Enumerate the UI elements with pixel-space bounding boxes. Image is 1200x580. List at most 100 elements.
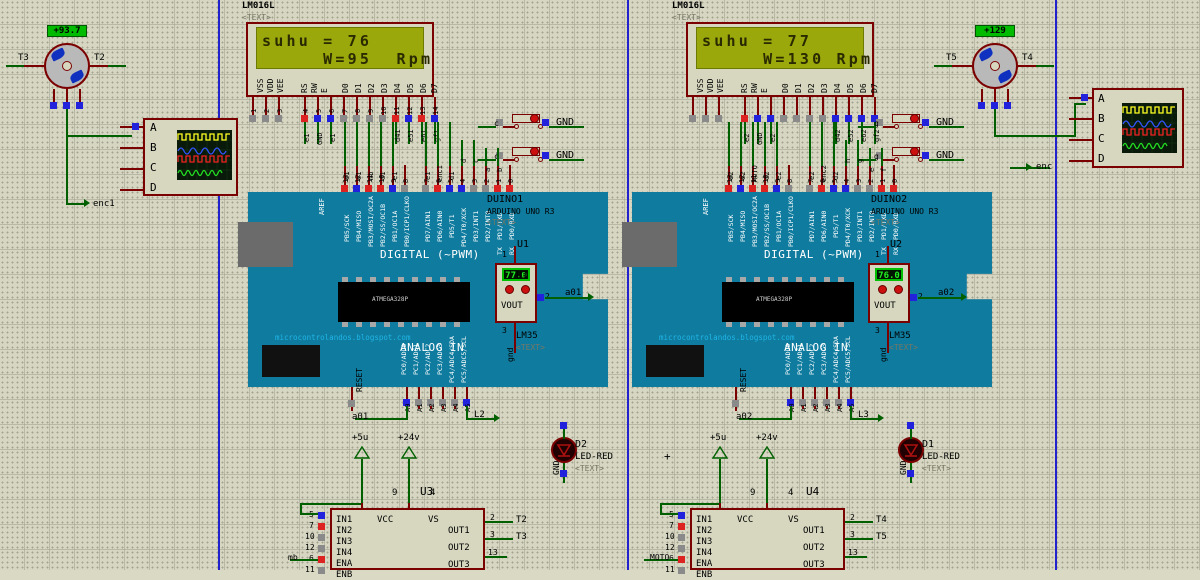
- arduino-left-reset-pad[interactable]: [348, 400, 355, 407]
- arduino-left-netlabel-12: e1: [355, 171, 363, 180]
- lm35-right-knob-down[interactable]: [878, 285, 887, 294]
- scope-right-channel-c: C: [1098, 132, 1105, 145]
- arduino-left-dname-4: PD4/T0/XCK: [460, 207, 468, 247]
- sw-g-2-actuator[interactable]: [910, 147, 919, 156]
- pwr-5v-left-wire-h: [300, 503, 362, 505]
- lm35-left-display: 77.0: [502, 268, 530, 281]
- motor-left-pad-1[interactable]: [50, 102, 57, 109]
- arduino-right-reset-pad[interactable]: [732, 400, 739, 407]
- arduino-left-net-5: [449, 122, 451, 166]
- arduino-left-aname-a1: PC1/ADC1: [412, 343, 420, 375]
- arduino-left-usb-connector: [238, 222, 293, 267]
- lcd-left-net-e: [330, 122, 332, 144]
- arduino-right-aname-a0: PC0/ADC0: [784, 343, 792, 375]
- driver-u4-in1: IN1: [696, 515, 713, 525]
- net-label-enc-right: enc: [1036, 162, 1053, 172]
- motor-right-terminal-left-label: T5: [946, 53, 957, 63]
- pwr-5v-left-symbol: [353, 446, 371, 459]
- motor-right-pad-1[interactable]: [978, 102, 985, 109]
- arduino-right-usb-connector: [622, 222, 677, 267]
- arduino-right-aname-a1: PC1/ADC1: [796, 343, 804, 375]
- arduino-left-a5-net-label: L2: [474, 410, 485, 420]
- driver-u4-out1-pin: 2: [850, 513, 855, 522]
- lm35-left-knob-down[interactable]: [505, 285, 514, 294]
- lcd-left-pinname-d1: D1: [354, 83, 363, 93]
- motor-left-meter: +93.7: [47, 25, 87, 37]
- led-d2-cathode-pad[interactable]: [560, 470, 567, 477]
- pwr-5v-left-wire-drop: [300, 503, 302, 513]
- scope-right-lead-b: [1069, 118, 1092, 120]
- scope-left-pad-a[interactable]: [132, 123, 139, 130]
- driver-u3-vcc-pin: 9: [392, 488, 398, 498]
- driver-u4-out3: OUT3: [803, 560, 825, 570]
- lcd-right-pinname-vee: VEE: [716, 78, 725, 93]
- lcd-left-text-tag: <TEXT>: [242, 13, 271, 22]
- arduino-right-net-11: [752, 122, 754, 166]
- driver-u3-vs: VS: [428, 515, 439, 525]
- lcd-left-netlabel-d4: d41: [394, 129, 402, 142]
- motor-right-meter: +129: [975, 25, 1015, 37]
- lm35-left-out-pad[interactable]: [537, 294, 544, 301]
- arduino-right-netlabel-1: f: [880, 167, 888, 172]
- pwr-5v-right-symbol: [711, 446, 729, 459]
- sw-g-2-gnd-label: GND: [936, 150, 955, 161]
- arduino-right-netlabel-10: d2: [763, 171, 771, 180]
- lm35-left-gnd-wire: [514, 323, 516, 353]
- motor-right-wire-t4: [1018, 65, 1038, 67]
- led-d1-cathode-pad[interactable]: [907, 470, 914, 477]
- lcd-right-netlabel-d7: gf2: [873, 129, 881, 142]
- arduino-left-net-12: [356, 122, 358, 166]
- lcd-left-pinname-d5: D5: [406, 83, 415, 93]
- driver-u3-in1: IN1: [336, 515, 353, 525]
- motor-right-pad-3[interactable]: [1004, 102, 1011, 109]
- driver-u4-vs-lead: [766, 503, 768, 509]
- motor-right-net-t4-wire: [1036, 65, 1054, 67]
- sw-c-2-actuator[interactable]: [530, 147, 539, 156]
- lcd-left-part-ref: LM016L: [242, 1, 275, 11]
- sheet-divider-right: [1055, 0, 1057, 570]
- arduino-left-aname-a5: PC5/ADC5/SCL: [460, 336, 468, 383]
- driver-u4-vcc-pin: 9: [750, 488, 756, 498]
- arduino-left-netlabel-4: d: [460, 158, 468, 163]
- motor-right-pad-2[interactable]: [991, 102, 998, 109]
- scope-left-lead-b: [120, 147, 143, 149]
- lm35-left-knob-up[interactable]: [521, 285, 530, 294]
- arduino-left-dname-3: PD3/INT1: [472, 210, 480, 242]
- lm35-left-vcc-wire: [514, 246, 516, 264]
- motor-right-lead-1: [981, 89, 983, 102]
- driver-u4-out1: OUT1: [803, 526, 825, 536]
- lcd-left-pinname-d6: D6: [419, 83, 428, 93]
- lcd-left-pinnum-10: 10: [380, 106, 388, 115]
- lcd-right-part-ref: LM016L: [672, 1, 705, 11]
- lm35-right-out-pad[interactable]: [910, 294, 917, 301]
- driver-u3-out1: OUT1: [448, 526, 470, 536]
- driver-u3-vcc-lead: [361, 503, 363, 509]
- motor-left-pad-3[interactable]: [76, 102, 83, 109]
- lm35-right-out-arrow: [961, 293, 967, 301]
- lm35-right-designator-top: U2: [890, 239, 903, 250]
- sw-c-2-label: c: [494, 152, 499, 161]
- arduino-left-designator: DUINO1: [487, 194, 524, 205]
- motor-left-wire-t2: [90, 65, 110, 67]
- arduino-right-dname-12: PB4/MISO: [739, 210, 747, 242]
- sw-g-1-actuator[interactable]: [910, 114, 919, 123]
- driver-u3-out3-pin: 13: [488, 548, 498, 557]
- scope-left-lead-c: [120, 168, 143, 170]
- lm35-right-knob-up[interactable]: [894, 285, 903, 294]
- scope-right-channel-a: A: [1098, 92, 1105, 105]
- led-d2-anode-pad[interactable]: [560, 422, 567, 429]
- arduino-right-net-4: [845, 140, 847, 166]
- lcd-right-pinname-d4: D4: [833, 83, 842, 93]
- arduino-left-a5-wire-v: [466, 406, 468, 420]
- motor-left-pad-2[interactable]: [63, 102, 70, 109]
- sw-c-1-gnd-label: GND: [556, 117, 575, 128]
- scope-right-pad-a[interactable]: [1081, 94, 1088, 101]
- led-d1-anode-pad[interactable]: [907, 422, 914, 429]
- sw-c-1-actuator[interactable]: [530, 114, 539, 123]
- pwr-24v-left-wire: [408, 459, 410, 503]
- arduino-right-net-2: [869, 148, 871, 166]
- motor-left-hub: [62, 61, 72, 71]
- lm35-left-pin1: 1: [502, 250, 507, 259]
- lm35-right-out-wire: [918, 297, 963, 299]
